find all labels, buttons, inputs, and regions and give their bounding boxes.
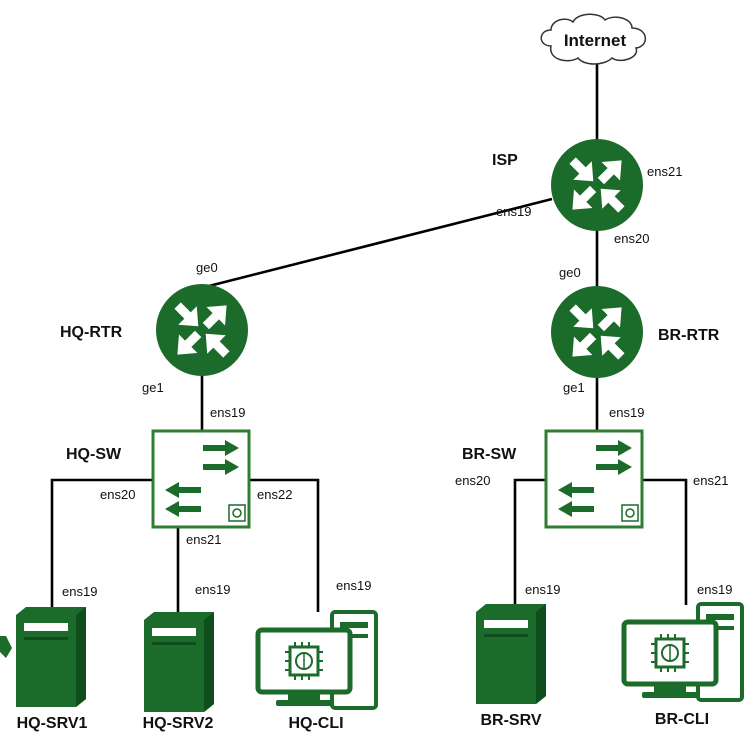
link-hq-sw-hq-cli bbox=[250, 478, 320, 612]
hq-cli-label: HQ-CLI bbox=[288, 715, 343, 732]
br-sw-label: BR-SW bbox=[462, 446, 517, 463]
link-hq-sw-hq-srv1 bbox=[50, 478, 152, 608]
server-icon bbox=[476, 604, 546, 704]
hq-srv1-server[interactable]: ens19 HQ-SRV1 bbox=[0, 584, 97, 732]
link-br-sw-br-srv bbox=[513, 478, 546, 608]
br-srv-label: BR-SRV bbox=[480, 712, 541, 729]
hq-rtr-port-ge0: ge0 bbox=[196, 260, 218, 275]
server-icon bbox=[144, 612, 214, 712]
hq-sw-port-ens22: ens22 bbox=[257, 487, 292, 502]
hq-sw-port-ens20: ens20 bbox=[100, 487, 135, 502]
hq-sw-switch[interactable]: HQ-SW ens19 ens20 ens21 ens22 bbox=[66, 405, 292, 547]
router-icon bbox=[550, 138, 644, 232]
br-sw-switch[interactable]: BR-SW ens19 ens20 ens21 bbox=[455, 405, 728, 529]
workstation-icon bbox=[624, 604, 742, 700]
workstation-icon bbox=[258, 612, 376, 708]
br-cli-client[interactable]: ens19 BR-CLI bbox=[624, 582, 742, 728]
isp-port-ens19: ens19 bbox=[496, 204, 531, 219]
hq-srv1-port-ens19: ens19 bbox=[62, 584, 97, 599]
links bbox=[50, 62, 688, 613]
isp-router[interactable]: ISP ens21 ens19 ens20 bbox=[492, 138, 682, 246]
internet-cloud[interactable]: Internet bbox=[540, 13, 646, 65]
hq-cli-client[interactable]: ens19 HQ-CLI bbox=[258, 578, 376, 732]
br-sw-port-ens20: ens20 bbox=[455, 473, 490, 488]
br-cli-port-ens19: ens19 bbox=[697, 582, 732, 597]
br-srv-server[interactable]: ens19 BR-SRV bbox=[476, 582, 560, 729]
internet-label: Internet bbox=[564, 31, 627, 50]
br-rtr-router[interactable]: BR-RTR ge0 ge1 bbox=[550, 265, 720, 395]
hq-cli-port-ens19: ens19 bbox=[336, 578, 371, 593]
br-cli-label: BR-CLI bbox=[655, 711, 709, 728]
switch-icon bbox=[544, 429, 644, 529]
hq-srv1-label: HQ-SRV1 bbox=[17, 715, 88, 732]
hq-rtr-port-ge1: ge1 bbox=[142, 380, 164, 395]
chevron-right-icon bbox=[0, 636, 12, 658]
br-rtr-port-ge1: ge1 bbox=[563, 380, 585, 395]
hq-rtr-label: HQ-RTR bbox=[60, 324, 123, 341]
link-isp-hq-rtr bbox=[204, 197, 553, 289]
router-icon bbox=[155, 283, 249, 377]
switch-icon bbox=[151, 429, 251, 529]
isp-label: ISP bbox=[492, 152, 518, 169]
hq-srv2-server[interactable]: ens19 HQ-SRV2 bbox=[143, 582, 231, 732]
br-sw-port-ens21: ens21 bbox=[693, 473, 728, 488]
isp-port-ens21: ens21 bbox=[647, 164, 682, 179]
cloud-icon bbox=[540, 13, 646, 65]
hq-sw-port-ens19: ens19 bbox=[210, 405, 245, 420]
isp-port-ens20: ens20 bbox=[614, 231, 649, 246]
server-icon bbox=[16, 607, 86, 707]
hq-srv2-port-ens19: ens19 bbox=[195, 582, 230, 597]
hq-sw-port-ens21: ens21 bbox=[186, 532, 221, 547]
br-srv-port-ens19: ens19 bbox=[525, 582, 560, 597]
router-icon bbox=[550, 285, 644, 379]
hq-rtr-router[interactable]: HQ-RTR ge0 ge1 bbox=[60, 260, 249, 395]
br-sw-port-ens19: ens19 bbox=[609, 405, 644, 420]
hq-sw-label: HQ-SW bbox=[66, 446, 122, 463]
link-br-sw-br-cli bbox=[642, 478, 688, 605]
br-rtr-label: BR-RTR bbox=[658, 327, 720, 344]
hq-srv2-label: HQ-SRV2 bbox=[143, 715, 214, 732]
br-rtr-port-ge0: ge0 bbox=[559, 265, 581, 280]
